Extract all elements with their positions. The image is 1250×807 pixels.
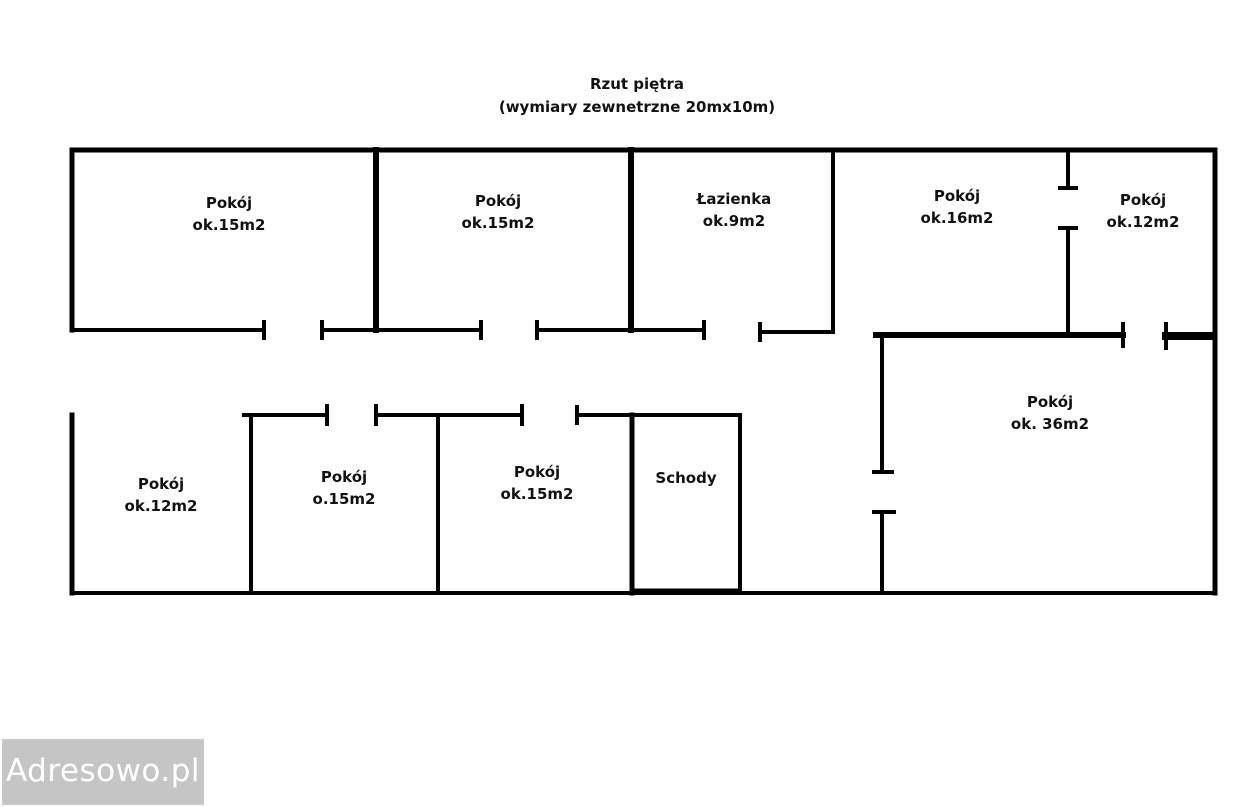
room-label: Schody <box>655 469 717 487</box>
plan-title: Rzut piętra <box>589 75 685 93</box>
watermark: Adresowo.pl <box>2 739 204 805</box>
watermark-text: Adresowo.pl <box>5 753 200 789</box>
plan-subtitle: (wymiary zewnetrzne 20mx10m) <box>498 98 776 116</box>
